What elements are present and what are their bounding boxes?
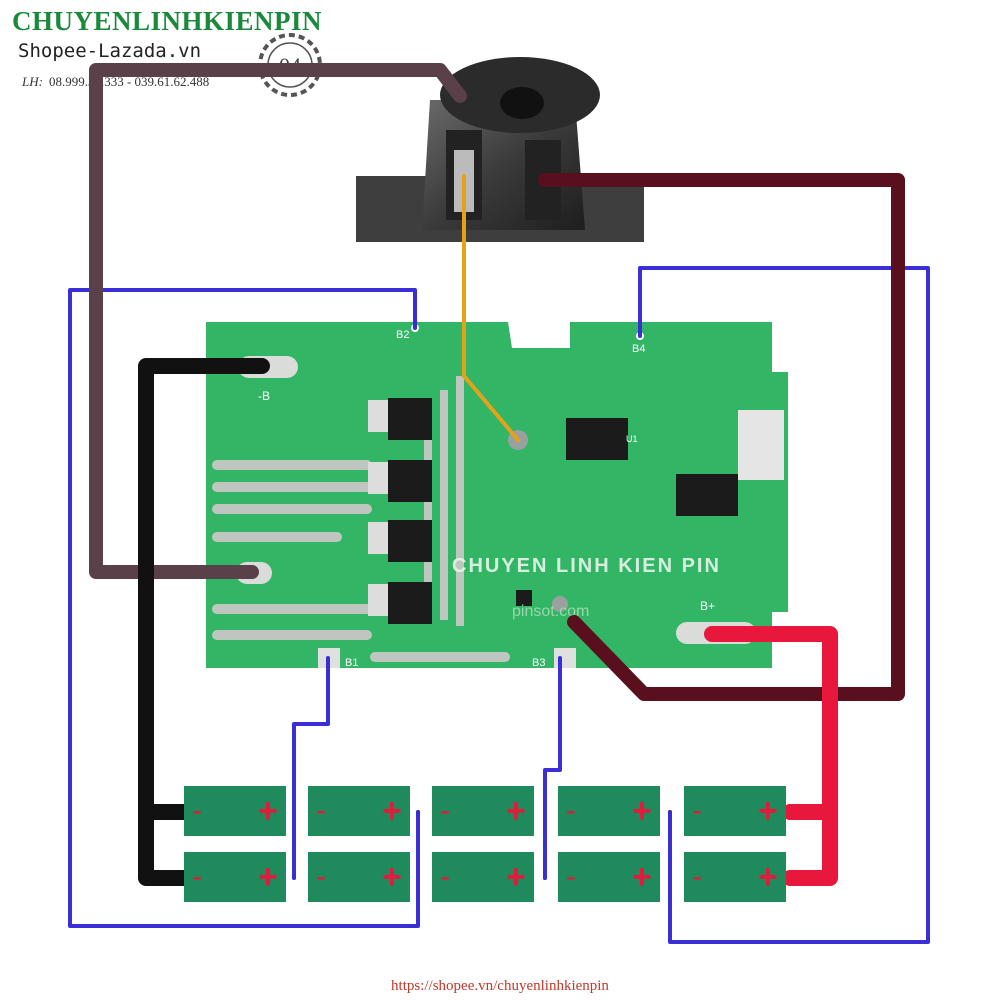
pcb-watermark-2: pinsot.com [512,603,589,620]
battery-cell-body [684,852,786,902]
battery-cell: -+ [308,786,410,836]
label-u1: U1 [626,434,638,444]
battery-cell: -+ [184,852,286,902]
cell-negative-terminal: - [440,860,450,893]
cell-positive-terminal: + [506,858,526,896]
battery-cell-body [684,786,786,836]
switch-block [738,410,784,480]
battery-cell: -+ [558,852,660,902]
battery-cell-body [184,786,286,836]
wire-positive [704,626,838,886]
battery-cell-body [432,786,534,836]
cell-negative-terminal: - [566,794,576,827]
wire-maroon [538,173,905,701]
wire-signal [462,174,520,442]
battery-cell: -+ [432,852,534,902]
wire-negative [138,358,270,886]
wire-balance-b1 [292,656,330,880]
brand-title: CHUYENLINHKIENPIN [12,6,323,36]
cell-negative-terminal: - [566,860,576,893]
cell-positive-terminal: + [258,858,278,896]
label-b1: B1 [345,657,358,669]
b-plus-via [552,596,568,612]
label-b4: B4 [632,343,645,355]
cell-positive-terminal: + [758,858,778,896]
battery-cell: -+ [432,786,534,836]
battery-cell: -+ [684,852,786,902]
phone-prefix: LH: [22,74,43,89]
cell-positive-terminal: + [382,792,402,830]
battery-cell-body [308,786,410,836]
battery-cell: -+ [558,786,660,836]
wire-balance-b2 [68,288,420,928]
cell-negative-terminal: - [440,794,450,827]
battery-cell-body [184,852,286,902]
cell-negative-terminal: - [692,794,702,827]
cell-positive-terminal: + [758,792,778,830]
battery-cell-body [558,786,660,836]
site-label: Shopee-Lazada.vn [18,40,202,62]
cell-positive-terminal: + [258,792,278,830]
cell-positive-terminal: + [506,792,526,830]
label-b-plus: B+ [700,599,715,613]
shop-url[interactable]: https://shopee.vn/chuyenlinhkienpin [391,978,609,994]
battery-cell-body [308,852,410,902]
label-b3: B3 [532,657,545,669]
battery-cells: -+-+-+-+-+-+-+-+-+-+ [184,786,786,902]
cell-negative-terminal: - [192,860,202,893]
cell-negative-terminal: - [316,794,326,827]
wire-balance-b4 [638,266,930,944]
label-b-minus: -B [258,389,270,403]
battery-cell-body [558,852,660,902]
ic-u1 [566,418,628,460]
battery-connector [356,57,644,242]
pcb-watermark: CHUYEN LINH KIEN PIN [452,555,721,577]
label-b2: B2 [396,329,409,341]
wire-balance-b3 [543,656,562,880]
ic-u2 [676,474,738,516]
battery-cell-body [432,852,534,902]
cell-negative-terminal: - [192,794,202,827]
battery-cell: -+ [184,786,286,836]
cell-negative-terminal: - [692,860,702,893]
mosfet-array [368,398,432,624]
battery-cell: -+ [308,852,410,902]
cell-positive-terminal: + [632,792,652,830]
battery-cell: -+ [684,786,786,836]
cell-positive-terminal: + [632,858,652,896]
bms-pcb: B2 B4 B1 B3 -B B+ U1 CHUYEN LINH KIEN PI… [206,322,788,669]
cell-negative-terminal: - [316,860,326,893]
cell-positive-terminal: + [382,858,402,896]
